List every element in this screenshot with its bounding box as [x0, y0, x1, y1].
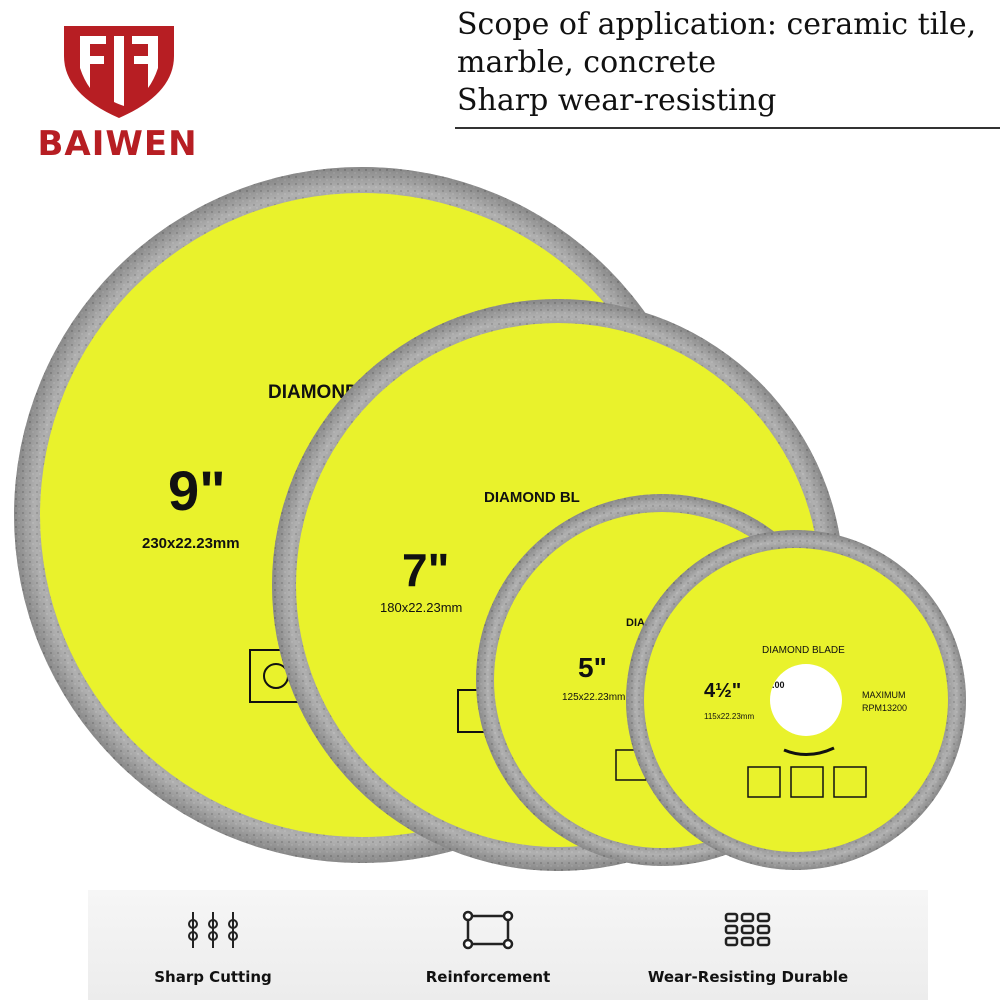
blade-4-5in-title: DIAMOND BLADE: [762, 645, 845, 656]
blade-7in-spec: 180x22.23mm: [380, 600, 462, 615]
blade-4-5in-spec: 115x22.23mm: [704, 712, 754, 721]
arbor-hole: [770, 664, 842, 736]
feature-wear-resisting: Wear-Resisting Durable: [618, 890, 878, 1000]
blades-photo: DIAMOND 9" 230x22.23mm DIAMOND BL 7" 180…: [14, 167, 966, 871]
headline-line: Sharp wear-resisting: [457, 83, 777, 118]
goggles-icon: [747, 766, 781, 798]
blade-4-5in: DIAMOND BLADE 4½" .00 115x22.23mm MAXIMU…: [626, 530, 966, 870]
feature-label: Wear-Resisting Durable: [647, 968, 849, 986]
blade-9in-size: 9": [168, 459, 226, 522]
sharp-cutting-icon: [188, 912, 238, 948]
gloves-icon: [833, 766, 867, 798]
blade-4-5in-size: 4½": [704, 680, 741, 702]
feature-strip: Sharp Cutting Reinforcement Wear-Resisti…: [88, 890, 928, 1000]
brand-shield-icon: [64, 26, 174, 118]
feature-label: Sharp Cutting: [154, 968, 272, 986]
grid-durable-icon: [724, 912, 771, 947]
feature-label: Reinforcement: [425, 968, 551, 986]
headline-divider: [455, 127, 1000, 129]
blade-4-5in-speed-value: RPM13200: [862, 703, 907, 713]
mask-icon: [790, 766, 824, 798]
blade-9in-title: DIAMOND: [268, 382, 359, 403]
headline-line: marble, concrete: [457, 45, 717, 80]
feature-reinforcement: Reinforcement: [378, 890, 598, 1000]
blade-4-5in-speed-label: MAXIMUM: [862, 690, 906, 700]
blade-4-5in-fragment: .00: [772, 680, 785, 690]
blade-5in-title: DIA: [626, 617, 645, 629]
headline-line: Scope of application: ceramic tile,: [457, 7, 977, 42]
headline: Scope of application: ceramic tile, marb…: [457, 6, 997, 120]
blade-9in-spec: 230x22.23mm: [142, 535, 240, 552]
reinforcement-icon: [462, 910, 514, 950]
blade-7in-size: 7": [402, 544, 449, 596]
blade-7in-title: DIAMOND BL: [484, 489, 580, 506]
feature-sharp-cutting: Sharp Cutting: [88, 890, 338, 1000]
brand-name: BAIWEN: [37, 124, 198, 164]
brand-logo: BAIWEN: [30, 22, 205, 164]
blade-5in-spec: 125x22.23mm: [562, 692, 625, 703]
rotation-arrow-icon: [783, 746, 835, 756]
blade-5in-size: 5": [578, 652, 607, 683]
